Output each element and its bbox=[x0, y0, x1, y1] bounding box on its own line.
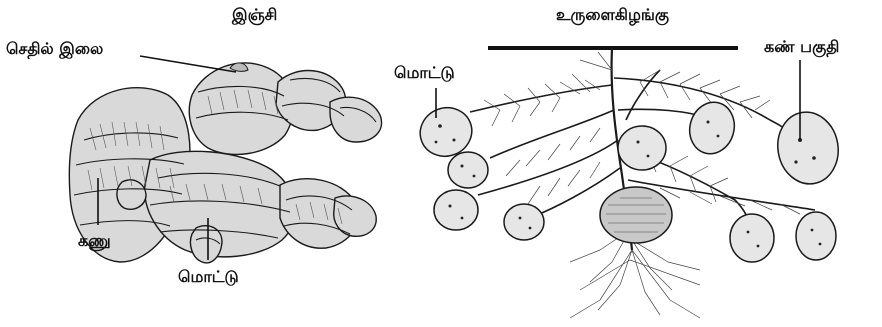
ginger-illustration bbox=[69, 63, 381, 263]
tuber-left-2 bbox=[448, 152, 488, 188]
potato-illustration bbox=[413, 48, 843, 318]
potato-title: உருளைகிழங்கு bbox=[556, 6, 669, 24]
tuber-upper-right bbox=[684, 97, 740, 159]
node-label: கணு bbox=[78, 232, 111, 250]
ginger-bud-label: மொட்டு bbox=[178, 268, 239, 286]
ginger-rhizome-body bbox=[69, 63, 381, 263]
eye-part-label: கண் பகுதி bbox=[764, 38, 839, 56]
tuber-far-right bbox=[772, 107, 844, 188]
tuber-center-top bbox=[618, 126, 666, 170]
tuber-left-4 bbox=[504, 204, 544, 240]
tuber-right-low bbox=[730, 214, 774, 262]
tuber-center-large bbox=[600, 187, 672, 243]
tuber-left-3 bbox=[434, 190, 478, 230]
scale-leaf-leader-line bbox=[140, 56, 236, 72]
scale-leaf-label: செதில் இலை bbox=[6, 40, 103, 58]
potato-bud-label: மொட்டு bbox=[394, 64, 455, 82]
ginger-title: இஞ்சி bbox=[232, 6, 277, 24]
tuber-right-lowest bbox=[796, 212, 836, 260]
